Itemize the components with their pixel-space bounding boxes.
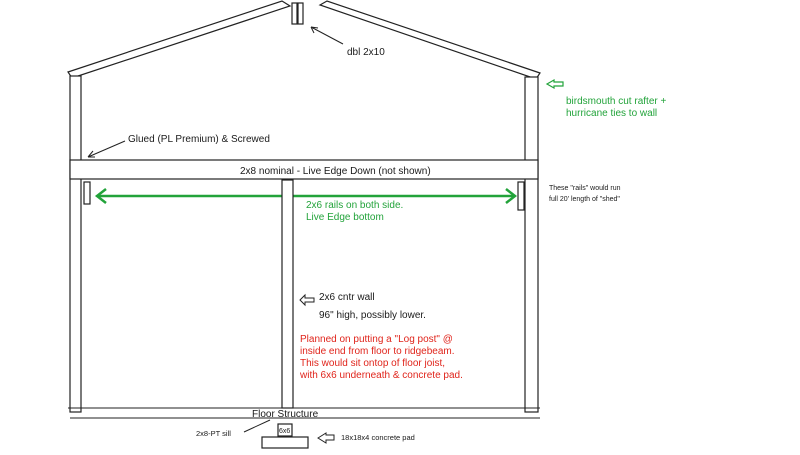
sill-label: 2x8-PT sill	[196, 429, 231, 438]
sill-pointer	[243, 419, 271, 433]
birdsmouth-label-2: hurricane ties to wall	[566, 108, 657, 119]
beam-label: 2x8 nominal - Live Edge Down (not shown)	[240, 166, 431, 177]
left-rafter	[67, 0, 292, 79]
birdsmouth-label-1: birdsmouth cut rafter +	[566, 96, 666, 107]
pad-label: 18x18x4 concrete pad	[341, 433, 415, 442]
glued-label: Glued (PL Premium) & Screwed	[128, 134, 270, 145]
post-label: 6x6	[279, 428, 290, 435]
floor-label: Floor Structure	[252, 409, 319, 420]
left-wall	[69, 75, 82, 413]
rails-arrowhead-right	[505, 188, 518, 204]
rails-arrowhead-left	[94, 188, 107, 204]
concrete-pad	[261, 436, 309, 449]
right-rafter	[318, 0, 541, 80]
ridge-beam-right	[297, 2, 304, 25]
cntr-wall-arrow	[299, 293, 315, 307]
right-rail-block	[517, 181, 525, 211]
height-label: 96" high, possibly lower.	[319, 310, 426, 321]
plan-note-3: This would sit ontop of floor joist,	[300, 358, 445, 369]
center-wall	[281, 179, 294, 409]
ridge-label: dbl 2x10	[347, 47, 385, 58]
ridge-arrow	[310, 26, 344, 45]
plan-note-4: with 6x6 underneath & concrete pad.	[299, 370, 463, 381]
rails-label-1: 2x6 rails on both side.	[306, 200, 403, 211]
right-wall	[524, 76, 539, 413]
rails-note-1: These "rails" would run	[549, 185, 621, 192]
glued-arrow	[87, 140, 126, 158]
ridge-beam-left	[291, 2, 298, 25]
post-6x6	[277, 423, 293, 437]
plan-note-1: Planned on putting a "Log post" @	[300, 334, 453, 345]
plan-note-2: inside end from floor to ridgebeam.	[300, 346, 455, 357]
rails-note-2: full 20' length of "shed"	[549, 196, 620, 203]
rails-label-2: Live Edge bottom	[306, 212, 384, 223]
cntr-wall-label: 2x6 cntr wall	[319, 292, 375, 303]
pad-arrow	[317, 432, 335, 444]
beam-2x8	[69, 159, 539, 180]
left-rail-block	[83, 181, 91, 205]
birdsmouth-arrow	[545, 78, 564, 90]
